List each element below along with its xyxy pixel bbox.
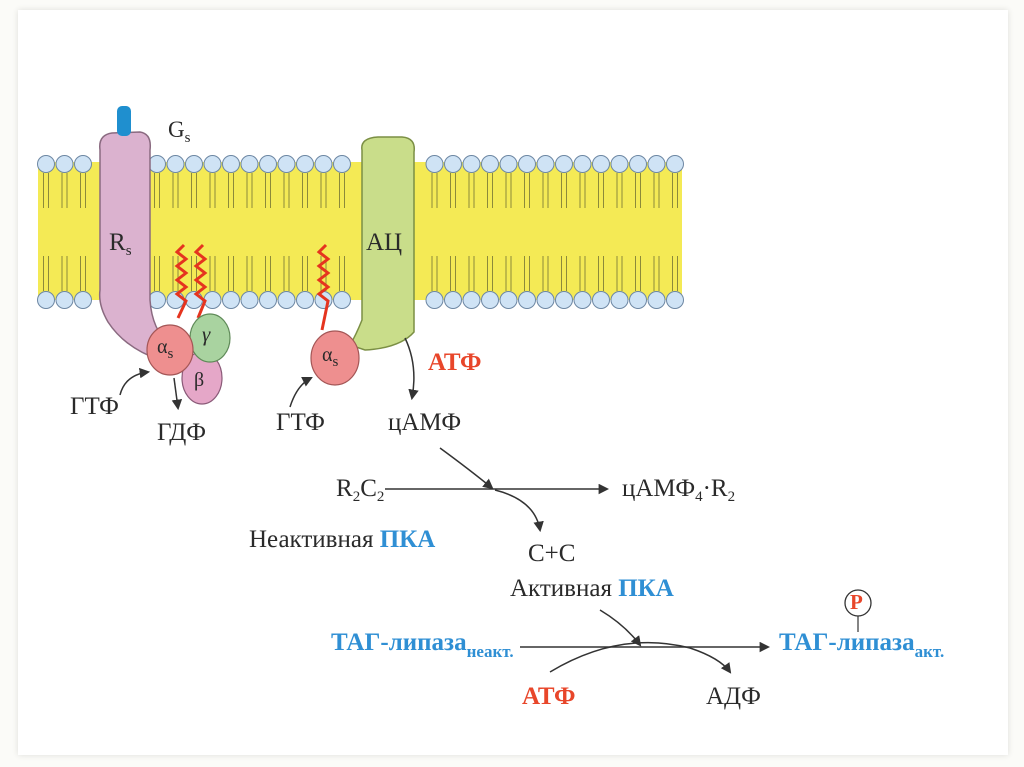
lipid-head	[203, 155, 222, 173]
lipid-head	[185, 155, 203, 173]
lipid-head	[259, 291, 277, 309]
lipid-head	[425, 291, 444, 309]
lipid-head	[481, 291, 499, 309]
lipid-head	[240, 291, 259, 309]
atp-bottom-label: АТФ	[522, 683, 576, 710]
tag-lipase-inactive-label: ТАГ-липазанеакт.	[331, 629, 514, 661]
lipid-head	[610, 155, 629, 173]
lipid-head	[203, 291, 222, 309]
gtp-right-label: ГТФ	[276, 409, 325, 436]
lipid-head	[148, 155, 166, 173]
lipid-head	[333, 291, 351, 309]
lipid-head	[314, 155, 333, 173]
lipid-head	[499, 155, 518, 173]
phosphate-circle	[844, 589, 872, 617]
lipid-head	[296, 291, 314, 309]
active-pka-label: Активная ПКА	[510, 575, 674, 602]
lipid-head	[555, 155, 573, 173]
lipid-head	[629, 291, 647, 309]
lipid-head	[277, 155, 296, 173]
lipid-head	[37, 155, 55, 173]
inactive-pka-label: Неактивная ПКА	[249, 526, 436, 553]
lipid-head	[296, 155, 314, 173]
lipid-head	[277, 291, 296, 309]
adenylate-cyclase	[348, 136, 415, 351]
arrow-to-cc	[494, 489, 544, 533]
lipid-head	[462, 291, 481, 309]
lipid-head	[166, 155, 185, 173]
lipid-head	[55, 291, 74, 309]
anchor-zigzag-3	[316, 243, 331, 331]
arrow-gdp-out	[171, 377, 183, 411]
lipid-head	[333, 155, 351, 173]
lipid-head	[499, 291, 518, 309]
lipid-head	[444, 155, 462, 173]
arrow-atp-camp	[404, 337, 419, 401]
gamma-label: γ	[202, 322, 211, 346]
receptor-ligand	[117, 106, 131, 136]
lipid-head	[444, 291, 462, 309]
r2c2-label: R2C2	[336, 475, 385, 505]
lipid-head	[592, 155, 610, 173]
ac-label: АЦ	[366, 229, 403, 256]
lipid-head	[74, 155, 92, 173]
lipid-head	[610, 291, 629, 309]
lipid-head	[240, 155, 259, 173]
arrow-camp-down	[439, 447, 494, 490]
camp-label: цАМФ	[388, 409, 462, 436]
lipid-head	[462, 155, 481, 173]
lipid-head	[518, 291, 536, 309]
lipid-head	[74, 291, 92, 309]
anchor-zigzag-1	[174, 243, 189, 319]
arrow-atp-adp	[549, 641, 732, 674]
lipid-heads	[37, 155, 684, 309]
lipid-head	[573, 155, 592, 173]
lipid-head	[666, 155, 684, 173]
tag-lipase-active-label: ТАГ-липазаакт.	[779, 629, 945, 661]
lipid-head	[222, 291, 240, 309]
lipid-head	[481, 155, 499, 173]
gdp-label: ГДФ	[157, 419, 207, 446]
lipid-head	[222, 155, 240, 173]
phosphate-label: P	[850, 590, 863, 614]
lipid-head	[629, 155, 647, 173]
arrow-gtp-right	[289, 377, 313, 408]
alpha-subunit-right	[310, 330, 360, 386]
lipid-tails	[43, 173, 678, 291]
lipid-head	[666, 291, 684, 309]
adp-label: АДФ	[706, 683, 761, 710]
lipid-head	[425, 155, 444, 173]
lipid-head	[647, 155, 666, 173]
alpha-subunit-left	[146, 324, 194, 376]
gtp-left-label: ГТФ	[70, 393, 119, 420]
lipid-head	[259, 155, 277, 173]
anchor-zigzag-2	[193, 243, 208, 319]
c-plus-c-label: C+C	[528, 540, 576, 567]
lipid-head	[536, 291, 555, 309]
arrow-gtp-in	[119, 367, 151, 396]
lipid-head	[518, 155, 536, 173]
atp-top-label: АТФ	[428, 349, 482, 376]
lipid-head	[555, 291, 573, 309]
lipid-head	[37, 291, 55, 309]
camp-r2-label: цАМФ4·R2	[622, 475, 736, 505]
lipid-head	[55, 155, 74, 173]
lipid-head	[647, 291, 666, 309]
arrow-active-pka	[599, 609, 642, 647]
receptor-label: Rs	[109, 229, 132, 259]
lipid-head	[536, 155, 555, 173]
alpha-left-label: αs	[157, 336, 174, 362]
gs-label: Gs	[168, 117, 191, 146]
lipid-head	[592, 291, 610, 309]
lipid-head	[573, 291, 592, 309]
beta-label: β	[194, 369, 205, 391]
alpha-right-label: αs	[322, 344, 339, 370]
